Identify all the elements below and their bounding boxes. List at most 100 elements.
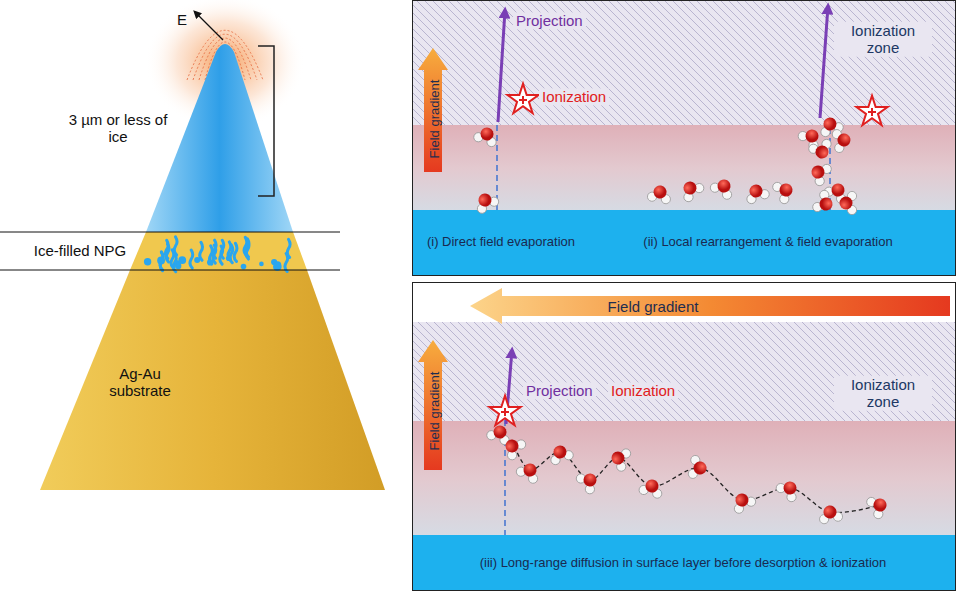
oxygen-atom xyxy=(809,163,827,181)
ice-band-ground xyxy=(413,535,955,590)
oxygen-atom xyxy=(681,179,699,197)
water-molecule xyxy=(677,176,706,204)
diffusion-path xyxy=(512,440,880,513)
water-molecule xyxy=(807,138,835,162)
water-molecule xyxy=(608,445,632,473)
ice-pore xyxy=(157,257,165,265)
field-gradient-arrow xyxy=(470,288,950,324)
zone-label: Ionization zone xyxy=(834,22,932,57)
oxygen-atom xyxy=(803,127,821,145)
layer-boundary xyxy=(0,232,340,233)
oxygen-atom xyxy=(692,460,707,475)
water-molecule xyxy=(817,504,843,525)
water-molecule xyxy=(574,467,602,496)
mechanism-caption: (i) Direct field evaporation xyxy=(427,235,575,250)
ionization-zone-ground xyxy=(413,1,955,125)
plus-sign xyxy=(519,96,527,104)
ice-pore xyxy=(234,243,237,261)
water-molecule xyxy=(709,175,738,201)
oxygen-atom xyxy=(715,177,733,195)
water-molecule xyxy=(647,184,673,205)
ice-pore xyxy=(259,262,264,267)
oxygen-atom xyxy=(652,184,667,199)
star-outline xyxy=(489,396,520,426)
oxygen-atom xyxy=(817,195,835,213)
layer-label: Ice-filled NPG xyxy=(34,242,127,259)
oxygen-atom xyxy=(610,450,627,467)
layer-label: 3 µm or less of ice xyxy=(64,111,172,146)
ice-band: (i) Direct field evaporation(ii) Local r… xyxy=(413,210,954,274)
oxygen-atom xyxy=(822,504,837,519)
field-vector-arrow xyxy=(195,12,223,40)
water-molecule xyxy=(807,159,833,188)
star-outline xyxy=(856,96,887,126)
ionization-star xyxy=(489,396,520,426)
layer-label: Ag-Au substrate xyxy=(95,365,185,400)
process-label: Ionization xyxy=(539,88,609,105)
water-molecule xyxy=(547,442,575,466)
oxygen-atom xyxy=(777,181,795,199)
oxygen-atom xyxy=(476,191,494,209)
layer-boundary xyxy=(0,270,340,271)
water-molecule xyxy=(840,191,857,214)
oxygen-atom xyxy=(644,478,660,494)
water-molecule xyxy=(832,127,853,153)
mechanism-panel: (iii) Long-range diffusion in surface la… xyxy=(412,282,956,591)
ice-pore xyxy=(246,241,249,259)
ionization-star xyxy=(507,84,538,114)
ice-pore xyxy=(207,259,213,265)
vector-label: E xyxy=(177,11,187,28)
ice-pore xyxy=(274,261,281,268)
ice-layer xyxy=(146,44,293,232)
ionization-star xyxy=(856,96,887,126)
oxygen-atom xyxy=(748,183,765,200)
plus-sign xyxy=(501,408,509,416)
oxygen-atom xyxy=(552,444,569,461)
oxygen-atom xyxy=(836,132,851,147)
oxygen-atom xyxy=(871,496,889,514)
ice-pore xyxy=(226,255,232,261)
water-molecule xyxy=(774,476,803,504)
plus-sign xyxy=(868,108,876,116)
ice-pore xyxy=(174,260,178,264)
oxygen-atom xyxy=(521,461,539,479)
axis-label: Field gradient xyxy=(428,80,443,159)
ag-au-substrate xyxy=(40,270,385,490)
ice-pore xyxy=(171,250,174,268)
oxygen-atom xyxy=(581,471,599,489)
water-molecule xyxy=(500,433,528,462)
water-molecule xyxy=(638,477,665,500)
field-emitter-tip xyxy=(0,0,385,490)
oxygen-atom xyxy=(840,197,853,210)
water-molecule xyxy=(811,189,837,218)
process-label: Projection xyxy=(523,382,596,399)
oxygen-atom xyxy=(829,181,847,199)
field-gradient-ground xyxy=(413,421,955,536)
oxygen-atom xyxy=(503,437,521,455)
oxygen-atom xyxy=(479,126,496,143)
trajectory-guide xyxy=(496,125,498,210)
water-molecule xyxy=(771,177,797,206)
mechanism-caption: (iii) Long-range diffusion in surface la… xyxy=(480,556,887,571)
water-molecule xyxy=(865,492,891,521)
oxygen-atom xyxy=(814,144,831,161)
water-molecule xyxy=(729,489,758,515)
field-gradient-arrow xyxy=(418,48,448,172)
ice-band-ground xyxy=(413,210,955,275)
ice-pore xyxy=(190,250,193,268)
ice-pore xyxy=(200,242,203,260)
axis-label: Field gradient xyxy=(608,298,699,315)
water-molecule xyxy=(472,124,500,148)
ice-pore xyxy=(221,240,224,258)
ice-pore xyxy=(213,240,216,258)
zone-label: Ionization zone xyxy=(834,376,932,411)
axis-label: Field gradient xyxy=(428,372,443,451)
panel-grounds xyxy=(413,1,955,590)
water-molecule xyxy=(743,181,771,205)
projection-arrow xyxy=(820,6,828,118)
star-outline xyxy=(507,84,538,114)
oxygen-atom xyxy=(733,491,751,509)
npg-layer xyxy=(130,232,307,270)
process-label: Ionization xyxy=(608,382,678,399)
